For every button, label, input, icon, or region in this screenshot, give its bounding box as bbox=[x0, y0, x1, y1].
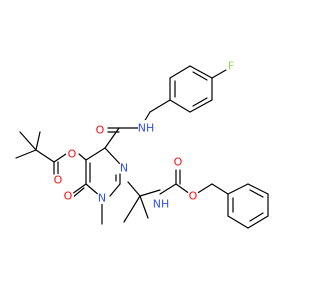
bond-c-f bbox=[211, 69, 227, 79]
bond bbox=[53, 153, 67, 163]
fluorine-atom-label: F bbox=[228, 60, 234, 73]
amide-carbonyl-o-label: O bbox=[96, 124, 105, 137]
ester-o-label: O bbox=[68, 148, 77, 161]
ring-n1-label: N bbox=[98, 192, 106, 205]
molecule-canvas: F NH O O O N N O O O NH bbox=[15, 60, 269, 229]
bond bbox=[175, 183, 191, 195]
fluorophenyl-ring bbox=[169, 65, 213, 113]
bond bbox=[189, 99, 213, 113]
bond bbox=[104, 127, 120, 149]
bond bbox=[123, 195, 141, 223]
ring-keto-o-label: O bbox=[64, 190, 73, 203]
molecule-structure: F NH O O O N N O O O NH bbox=[15, 60, 269, 229]
bond bbox=[195, 183, 213, 195]
bond bbox=[78, 153, 87, 161]
bond bbox=[71, 183, 87, 195]
bond bbox=[71, 187, 85, 199]
carbamate-o-label: O bbox=[189, 190, 198, 203]
bond bbox=[139, 195, 149, 219]
bond bbox=[247, 183, 269, 195]
bond bbox=[249, 212, 264, 222]
bond bbox=[109, 183, 121, 197]
bond bbox=[149, 99, 171, 113]
phenyl-ring bbox=[227, 183, 269, 229]
bond bbox=[189, 65, 213, 79]
bond bbox=[104, 147, 121, 165]
bond bbox=[169, 65, 191, 79]
carbamate-nh-label: NH bbox=[153, 198, 170, 211]
bond bbox=[159, 183, 177, 195]
carbamate-carbonyl-o-label: O bbox=[174, 156, 183, 169]
bond bbox=[169, 99, 191, 113]
bond bbox=[192, 71, 208, 81]
atom-labels: F NH O O O N N O O O NH bbox=[52, 60, 237, 212]
bond bbox=[15, 149, 37, 159]
bond bbox=[211, 183, 229, 195]
bond bbox=[249, 189, 264, 198]
bond bbox=[35, 131, 41, 151]
pyrimidinone-ring bbox=[85, 147, 121, 197]
ester-carbonyl-o-label: O bbox=[54, 174, 63, 187]
amide-nh-label: NH bbox=[138, 122, 155, 135]
bond bbox=[139, 189, 161, 197]
bond bbox=[85, 147, 106, 161]
bond bbox=[127, 181, 141, 197]
bond bbox=[227, 183, 249, 195]
bond bbox=[35, 149, 55, 163]
ring-n3-label: N bbox=[120, 162, 128, 175]
bond bbox=[247, 215, 269, 229]
bond bbox=[19, 131, 37, 151]
bond bbox=[192, 97, 208, 107]
bond bbox=[227, 215, 249, 229]
